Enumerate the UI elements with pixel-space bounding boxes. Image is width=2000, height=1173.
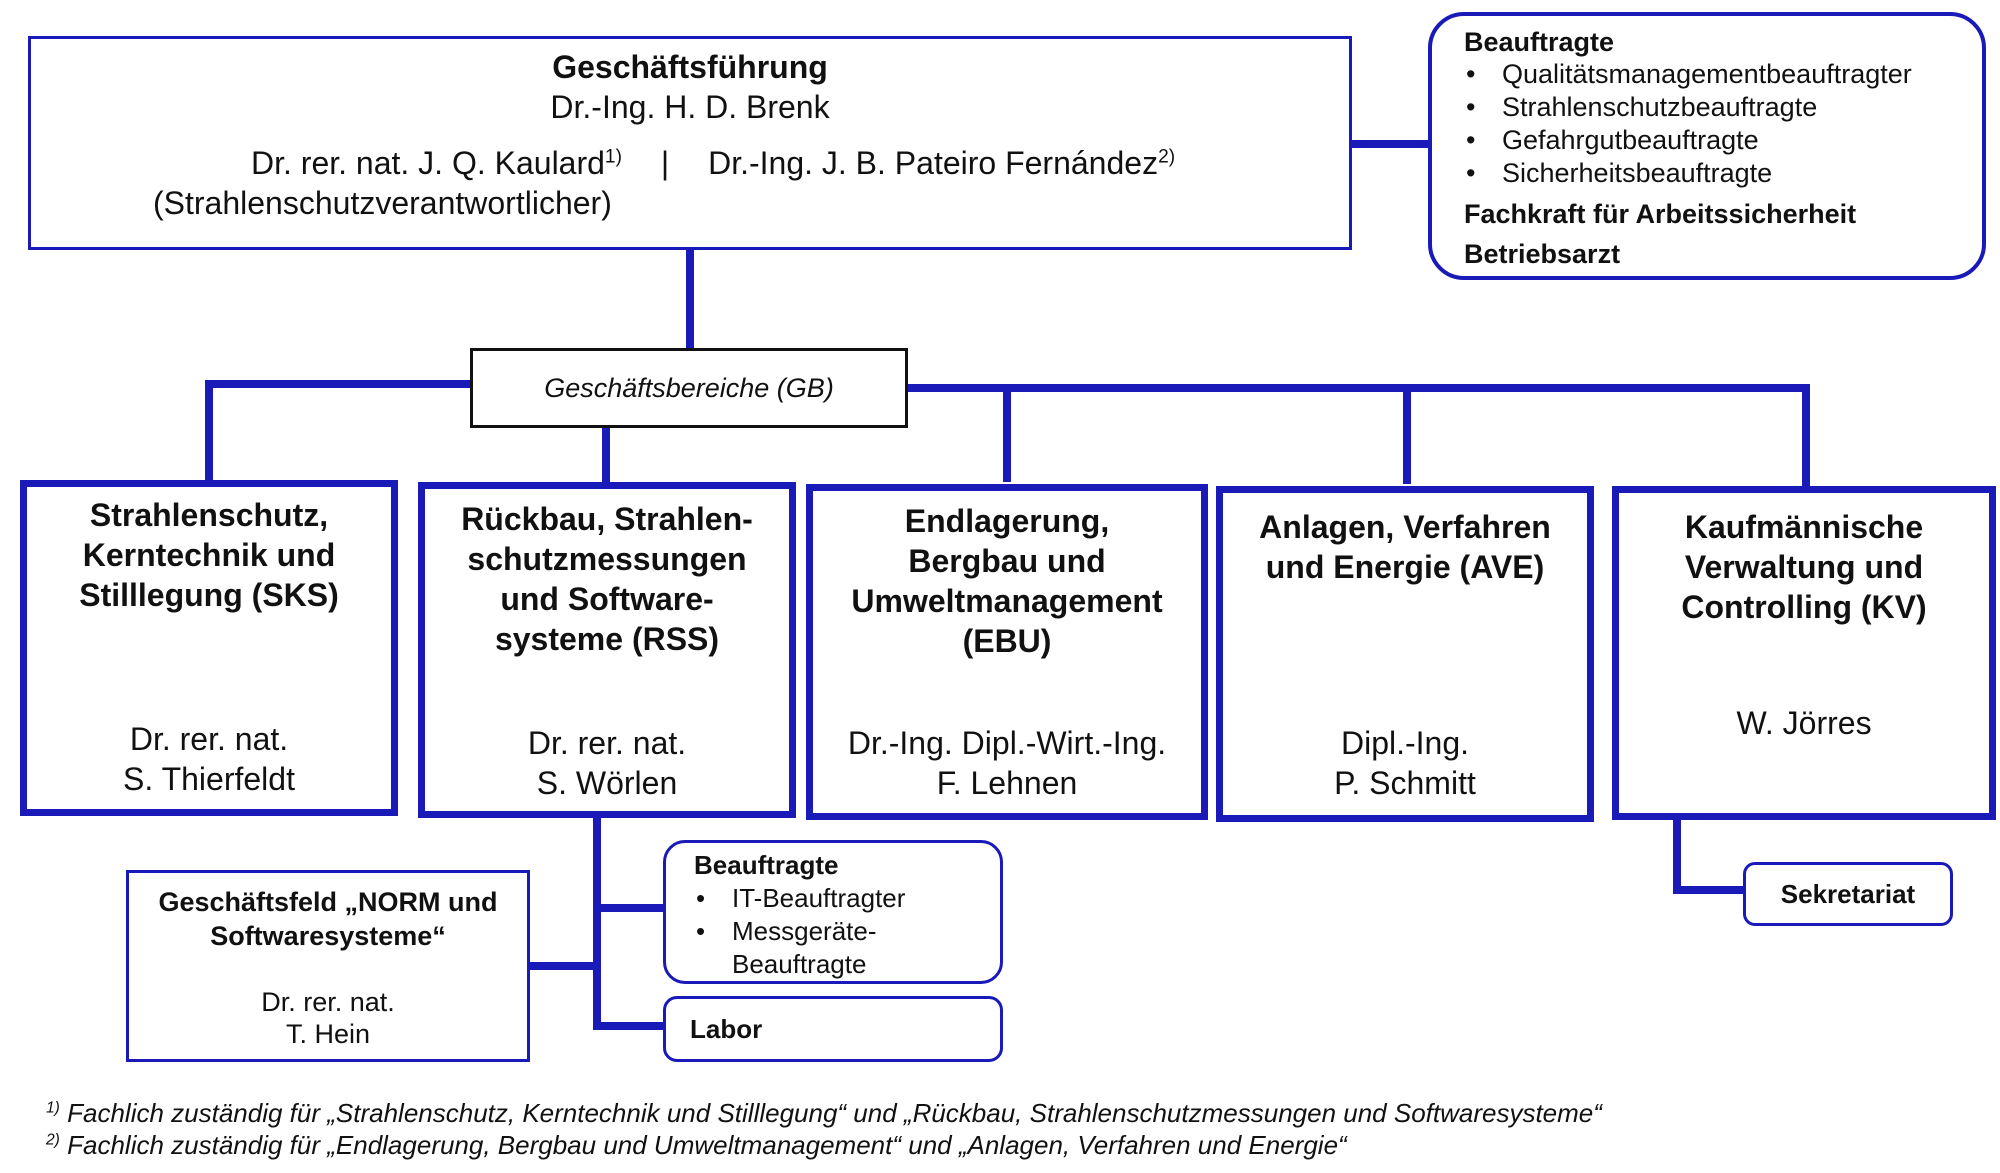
department-ave: Anlagen, Verfahren und Energie (AVE) Dip… (1216, 486, 1594, 822)
connector-kv-down (1673, 820, 1681, 894)
footnote-mark-2: 2) (1158, 146, 1176, 168)
department-lead-name: S. Thierfeldt (123, 761, 295, 797)
management-member1-role: (Strahlenschutzverantwortlicher) (153, 185, 612, 221)
department-ebu: Endlagerung, Bergbau und Umweltmanagemen… (806, 484, 1208, 820)
department-lead-title: Dr. rer. nat. (129, 721, 289, 757)
footnote-mark: 1) (46, 1099, 60, 1117)
rss-officer-item: Messgeräte-Beauftragte (694, 915, 902, 981)
lab-box: Labor (663, 996, 1003, 1062)
connector-rss-officers (593, 904, 663, 912)
management-member1: Dr. rer. nat. J. Q. Kaulard (251, 145, 605, 181)
business-field-title: Geschäftsfeld „NORM und Softwaresysteme“ (158, 887, 498, 951)
officers-doctor: Betriebsarzt (1464, 239, 1621, 269)
connector-lab (593, 1022, 663, 1030)
connector-rss-down (593, 818, 601, 1030)
secretariat-box: Sekretariat (1743, 862, 1953, 926)
connector-rss (602, 428, 610, 482)
business-field-lead-title: Dr. rer. nat. (261, 987, 395, 1017)
footnote-text: Fachlich zuständig für „Endlagerung, Ber… (67, 1130, 1347, 1160)
department-name: Anlagen, Verfahren und Energie (AVE) (1259, 509, 1551, 585)
officer-item: Strahlenschutzbeauftragte (1464, 91, 1982, 124)
management-separator: | (660, 145, 670, 181)
department-lead-name: F. Lehnen (936, 765, 1078, 801)
officers-box: Beauftragte Qualitätsmanagementbeauftrag… (1428, 12, 1986, 280)
management-members: Dr. rer. nat. J. Q. Kaulard1) | Dr.-Ing.… (251, 145, 1175, 182)
footnote-text: Fachlich zuständig für „Strahlenschutz, … (67, 1098, 1602, 1128)
business-field-lead-name: T. Hein (285, 1019, 371, 1049)
rss-officer-item: IT-Beauftragter (694, 882, 1000, 915)
management-head: Dr.-Ing. H. D. Brenk (550, 89, 830, 125)
connector-secretariat (1673, 886, 1743, 894)
connector-ebu (1003, 384, 1011, 482)
department-lead-name: W. Jörres (1736, 705, 1872, 741)
department-lead-name: P. Schmitt (1334, 765, 1476, 801)
connector-gb-right (908, 384, 1810, 392)
officers-safety: Fachkraft für Arbeitssicherheit (1464, 199, 1857, 229)
footnote-2: 2) Fachlich zuständig für „Endlagerung, … (46, 1130, 1347, 1161)
footnote-mark-1: 1) (604, 146, 622, 168)
connector-gb-left (205, 380, 470, 388)
connector-business-field (530, 962, 600, 970)
department-rss: Rückbau, Strahlen-schutzmessungen und So… (418, 482, 796, 818)
officer-item: Qualitätsmanagementbeauftragter (1464, 58, 1982, 91)
department-lead-title: Dr. rer. nat. (527, 725, 687, 761)
department-name: Endlagerung, Bergbau und Umweltmanagemen… (851, 503, 1163, 659)
rss-officers-title: Beauftragte (694, 850, 839, 880)
officers-title: Beauftragte (1464, 27, 1615, 57)
department-sks: Strahlenschutz, Kerntechnik und Stillleg… (20, 480, 398, 816)
footnote-1: 1) Fachlich zuständig für „Strahlenschut… (46, 1098, 1602, 1129)
connector-kv (1802, 384, 1810, 486)
rss-officers-box: Beauftragte IT-Beauftragter Messgeräte-B… (663, 840, 1003, 984)
department-lead-name: S. Wörlen (536, 765, 678, 801)
department-name: Strahlenschutz, Kerntechnik und Stillleg… (79, 497, 339, 613)
department-kv: Kaufmännische Verwaltung und Controlling… (1612, 486, 1996, 820)
management-box: Geschäftsführung Dr.-Ing. H. D. Brenk Dr… (28, 36, 1352, 250)
department-lead-title: Dr.-Ing. Dipl.-Wirt.-Ing. (847, 725, 1167, 761)
footnote-mark: 2) (46, 1131, 60, 1149)
connector-sks (205, 380, 213, 480)
connector-management-gb (686, 250, 694, 348)
connector-management-officers (1350, 140, 1436, 148)
business-field-box: Geschäftsfeld „NORM und Softwaresysteme“… (126, 870, 530, 1062)
management-member2: Dr.-Ing. J. B. Pateiro Fernández (708, 145, 1159, 181)
department-name: Rückbau, Strahlen-schutzmessungen und So… (461, 501, 753, 657)
officer-item: Gefahrgutbeauftragte (1464, 124, 1982, 157)
business-areas-label: Geschäftsbereiche (GB) (470, 348, 908, 428)
department-lead-title: Dipl.-Ing. (1340, 725, 1470, 761)
officers-list: Qualitätsmanagementbeauftragter Strahlen… (1464, 58, 1982, 190)
management-title: Geschäftsführung (552, 49, 828, 85)
department-name: Kaufmännische Verwaltung und Controlling… (1681, 509, 1927, 625)
connector-ave (1403, 384, 1411, 484)
rss-officers-list: IT-Beauftragter Messgeräte-Beauftragte (694, 882, 1000, 981)
officer-item: Sicherheitsbeauftragte (1464, 157, 1982, 190)
